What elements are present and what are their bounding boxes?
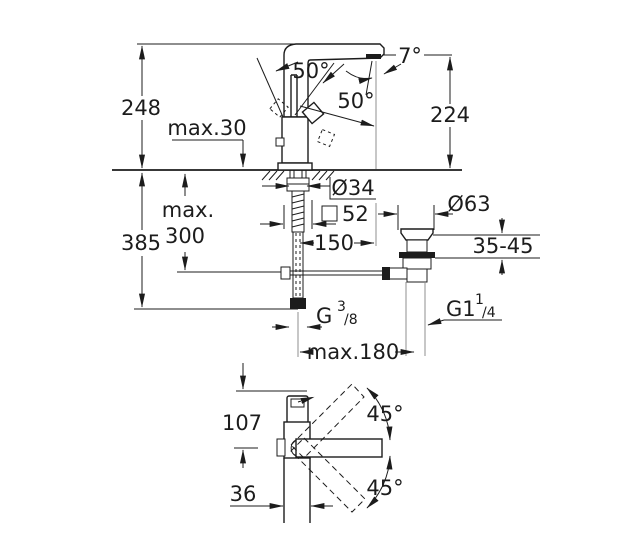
tab-top-view (276, 438, 286, 457)
swivel-arc-upper (366, 387, 393, 441)
angle-leg-left (256, 57, 284, 118)
angle-50-left-label: 50° (292, 59, 329, 83)
thread-g38-sup: 3 (337, 299, 346, 315)
angle-leg-forward (299, 105, 375, 127)
thread-g114-base: G1 (446, 297, 476, 321)
angle-45-upper-label: 45° (366, 402, 403, 426)
lever-ghost-right (316, 128, 336, 148)
lever-shaft (290, 74, 298, 117)
spout-ghost-upper (290, 383, 365, 459)
dim-o63-label: Ø63 (447, 192, 490, 216)
dim-o34-bracket (329, 177, 376, 200)
spray-angle-arc (345, 70, 373, 84)
drain-body-lower (406, 268, 428, 283)
thread-g114-den: /4 (482, 305, 496, 321)
top-view: 107 45° 45° 36 (222, 363, 404, 523)
dim-o34-label: Ø34 (331, 176, 374, 200)
dim-max300-label-1: max. (162, 198, 214, 222)
drain-body-upper (402, 257, 432, 270)
supply-nipple (290, 298, 306, 309)
shank (289, 170, 307, 178)
faucet-side-tab (275, 137, 285, 147)
square-symbol (321, 205, 338, 222)
angle-50-left-arrow (275, 61, 299, 72)
dim-107-label: 107 (222, 411, 262, 435)
lever-motion-dashes (297, 396, 315, 404)
stud-threads (291, 193, 305, 228)
dim-max300-label-2: 300 (165, 224, 205, 248)
dim-52-label: 52 (342, 202, 369, 226)
thread-g38-base: G (316, 304, 332, 328)
faucet-spout-outline (283, 43, 385, 118)
thread-g114-leader (427, 318, 445, 326)
rod-coupler (280, 266, 291, 280)
side-view: 248 max.30 7° 224 50° 50° (112, 43, 540, 364)
supply-hose (292, 231, 304, 299)
dim-150-label: 150 (314, 231, 354, 255)
faucet-base-plate (277, 162, 313, 171)
drain-neck (406, 239, 428, 253)
angle-7-label: 7° (398, 44, 422, 68)
drain-flange (400, 228, 434, 241)
drain-seal (399, 252, 435, 258)
dim-36-label: 36 (230, 482, 257, 506)
drain-rod-cap (382, 267, 390, 280)
dim-max180-label: max.180 (307, 340, 400, 364)
aerator (366, 54, 381, 59)
thread-g38-den: /8 (344, 312, 358, 328)
drain-rod-outlet (388, 267, 408, 280)
spout-ghost-lower (290, 437, 366, 513)
thread-g114-sup: 1 (475, 292, 484, 308)
angle-45-lower-label: 45° (366, 476, 403, 500)
dim-248-label: 248 (121, 96, 161, 120)
angle-50-right-arrow (322, 63, 345, 84)
dim-224-label: 224 (430, 103, 470, 127)
angle-50-right-label: 50° (337, 89, 374, 113)
faucet-body (281, 116, 309, 164)
swivel-arc-lower (366, 455, 393, 509)
angle-7-leader (383, 63, 402, 75)
lever-ghost-left (269, 98, 289, 118)
spout-top-view (295, 438, 383, 458)
deck-hatching (261, 170, 335, 181)
dim-max30-label: max.30 (167, 116, 246, 140)
dim-3545-label: 35-45 (472, 234, 533, 258)
dim-385-label: 385 (121, 231, 161, 255)
